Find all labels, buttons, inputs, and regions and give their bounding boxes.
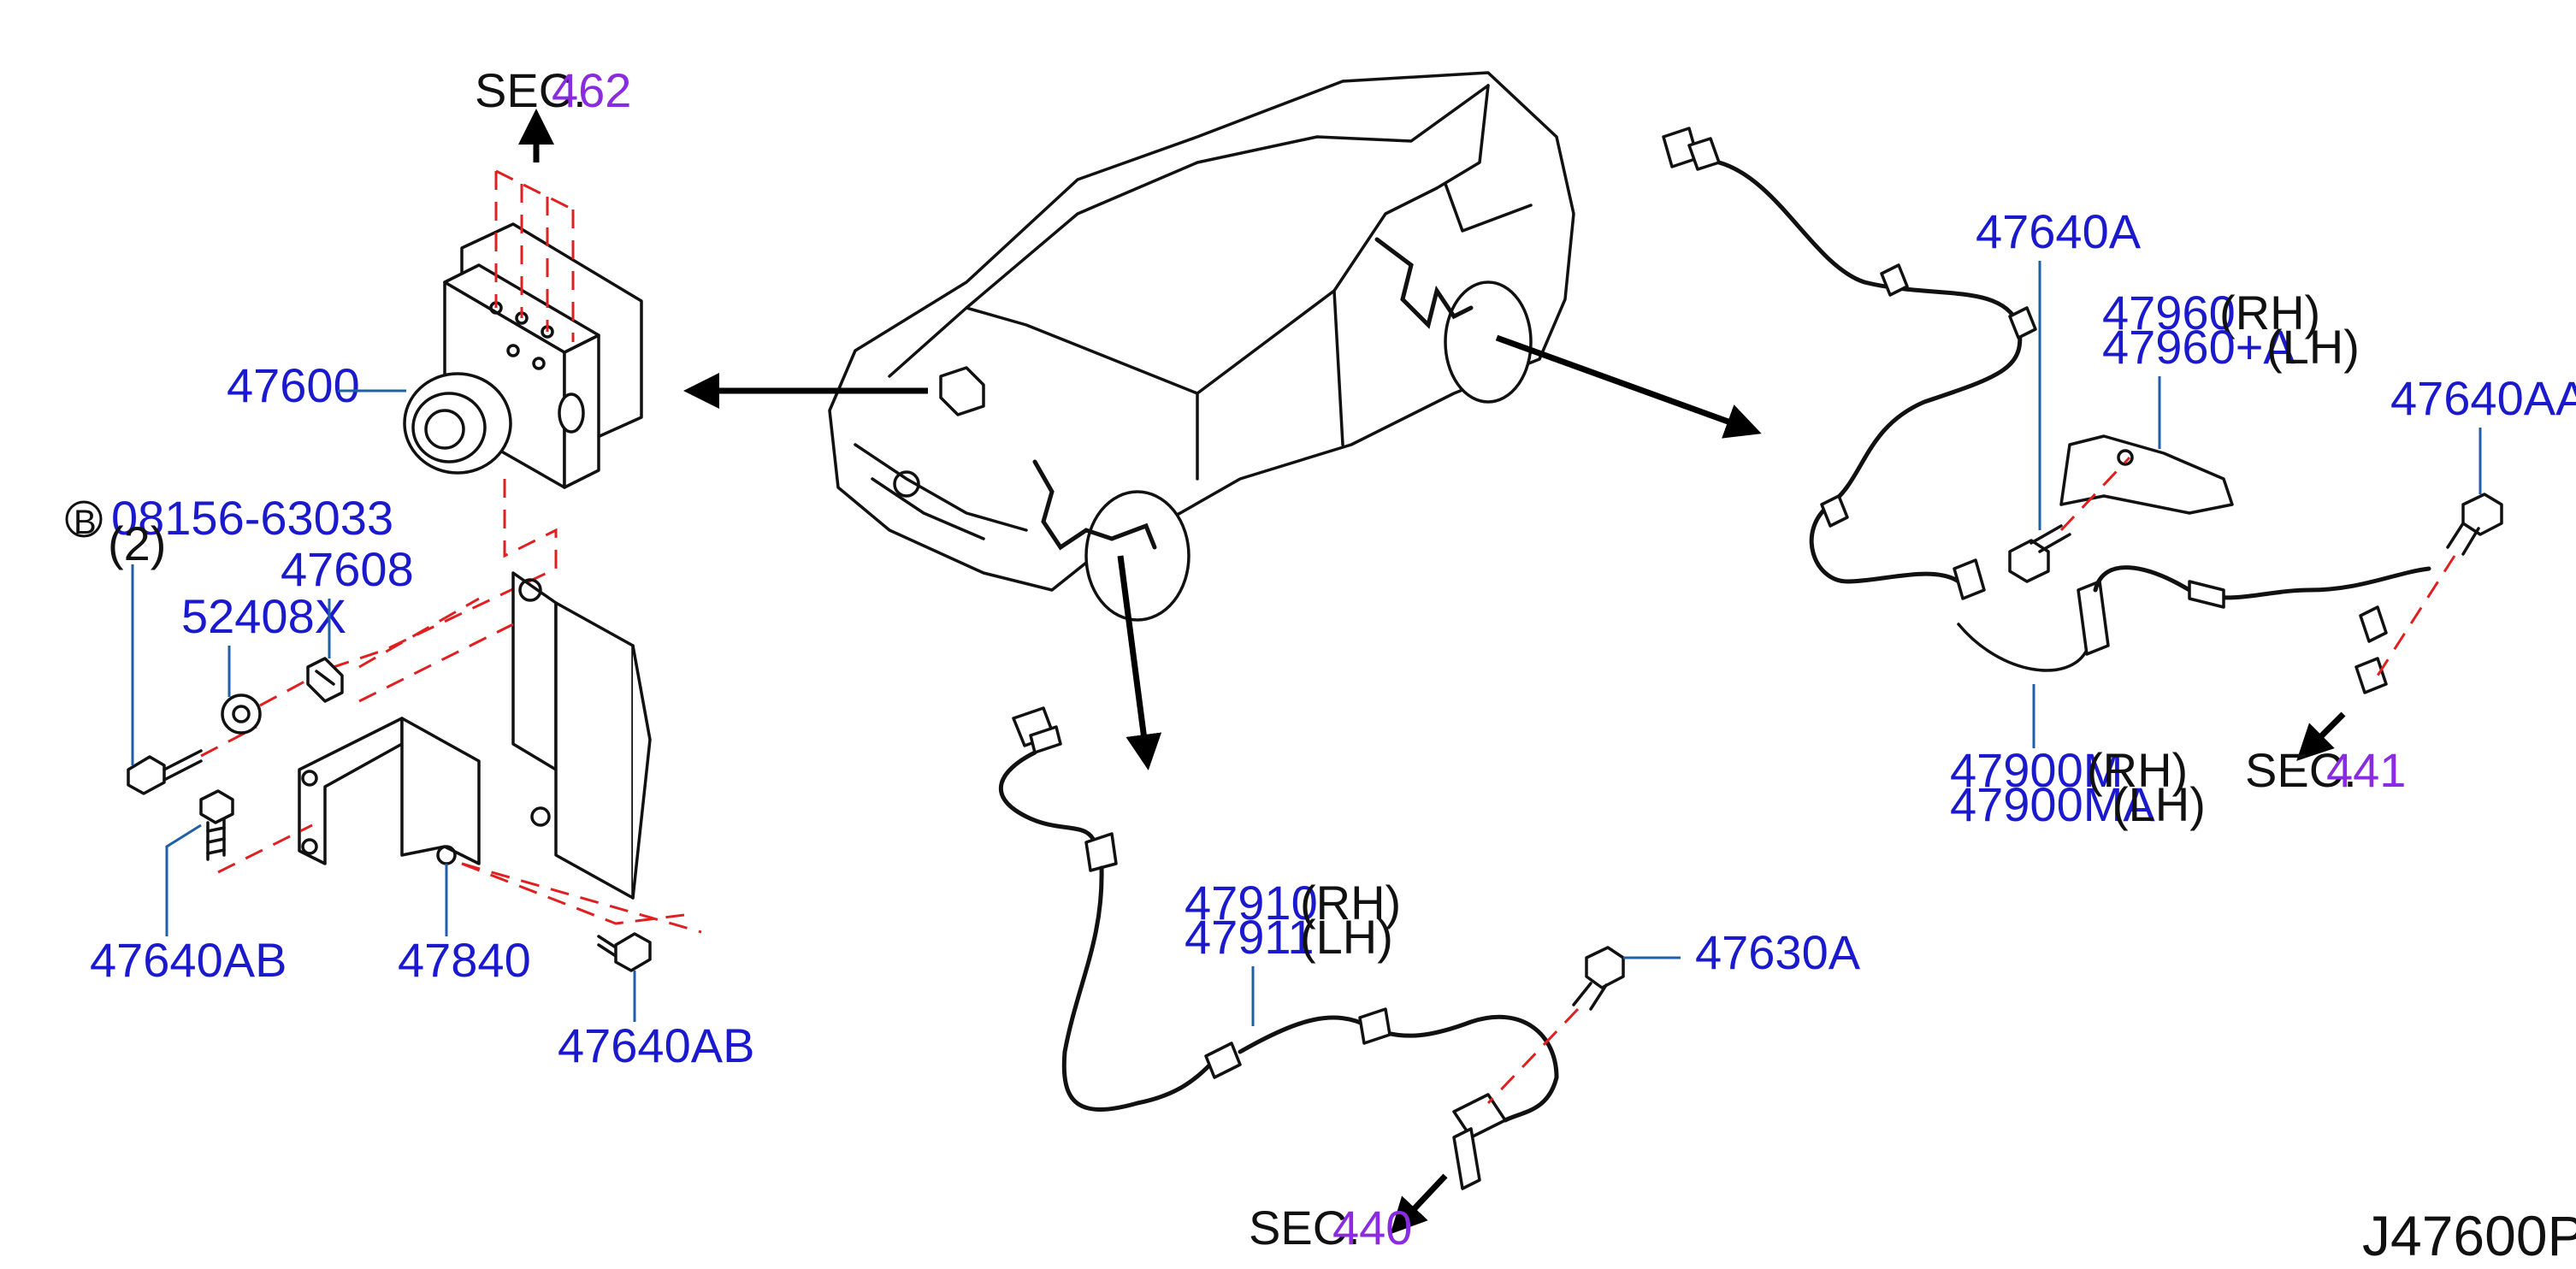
svg-text:08156-63033: 08156-63033 [111,491,393,545]
arrow-right-icon [1495,334,1762,439]
actuator-port-guides [307,169,575,677]
part-52408x-label[interactable]: 52408X [181,589,346,643]
svg-text:(LH): (LH) [2266,320,2360,374]
svg-text:47960+A: 47960+A [2102,320,2295,374]
part-47640a-label[interactable]: 47640A [1976,204,2142,258]
abs-actuator-unit [403,222,643,489]
svg-text:(RH): (RH) [1300,876,1401,930]
arrow-down-icon [1117,555,1162,770]
part-08156-callout[interactable]: B 08156-63033 (2) [65,491,393,570]
sec-441-label[interactable]: SEC. 441 [2245,743,2406,797]
grommet-52408x [221,678,309,735]
actuator-bracket [298,571,652,900]
svg-text:(RH): (RH) [2219,286,2320,339]
svg-text:47911: 47911 [1185,910,1315,964]
svg-text:(RH): (RH) [2087,743,2188,797]
bolt-47640ab-left [199,789,234,861]
svg-text:440: 440 [1332,1201,1412,1254]
vehicle-sensor-harness [1032,237,1474,551]
part-47600-label[interactable]: 47600 [227,358,360,412]
front-sensor-47910 [998,706,1559,1190]
part-47640aa-label[interactable]: 47640AA [2390,371,2576,425]
part-47910-label[interactable]: 47910 (RH) [1185,876,1401,930]
leader-47640ab-left [165,823,202,936]
part-47960a-label[interactable]: 47960+A (LH) [2102,320,2360,374]
rear-bolts [2008,493,2503,583]
front-bolt-47630a [1486,946,1625,1105]
svg-text:(2): (2) [108,516,166,570]
rear-harness-47900m [1662,127,2431,694]
svg-text:(LH): (LH) [1300,910,1393,964]
vehicle-outline [828,71,1575,622]
bolt-47640ab-bottom [597,932,652,972]
part-47911-label[interactable]: 47911 (LH) [1185,910,1393,964]
bolt-08156 [127,725,257,795]
bushing-47608 [306,657,344,703]
rear-bracket-47960 [2059,434,2234,515]
svg-text:SEC.: SEC. [1249,1201,1361,1254]
diagram-code: J47600PA [2362,1204,2576,1267]
svg-text:47900M: 47900M [1950,743,2123,797]
sec-440-label[interactable]: SEC. 440 [1249,1201,1412,1254]
b-badge-icon: B [74,504,97,541]
part-47630a-label[interactable]: 47630A [1695,925,1861,979]
bracket-guides [217,597,702,934]
rear-guides [2059,456,2456,676]
part-47900ma-label[interactable]: 47900MA (LH) [1950,777,2206,831]
svg-text:47910: 47910 [1185,876,1318,930]
arrow-down-left-icon [2296,711,2346,761]
arrow-down-left-icon-2 [1390,1173,1448,1235]
svg-text:441: 441 [2326,743,2406,797]
part-47640ab-bottom-label[interactable]: 47640AB [558,1018,754,1072]
svg-text:(LH): (LH) [2112,777,2206,831]
sec-462-label[interactable]: SEC. 462 [475,63,631,117]
svg-text:462: 462 [552,63,631,117]
part-47960-label[interactable]: 47960 (RH) [2102,286,2320,339]
svg-text:SEC.: SEC. [2245,743,2357,797]
part-47608-label[interactable]: 47608 [281,542,414,596]
part-47640ab-left-label[interactable]: 47640AB [90,933,287,987]
svg-text:SEC.: SEC. [475,63,587,117]
part-47840-label[interactable]: 47840 [398,933,531,987]
abs-location-marker [939,366,985,416]
svg-text:47900MA: 47900MA [1950,777,2155,831]
svg-text:47960: 47960 [2102,286,2236,339]
part-47900m-label[interactable]: 47900M (RH) [1950,743,2188,797]
